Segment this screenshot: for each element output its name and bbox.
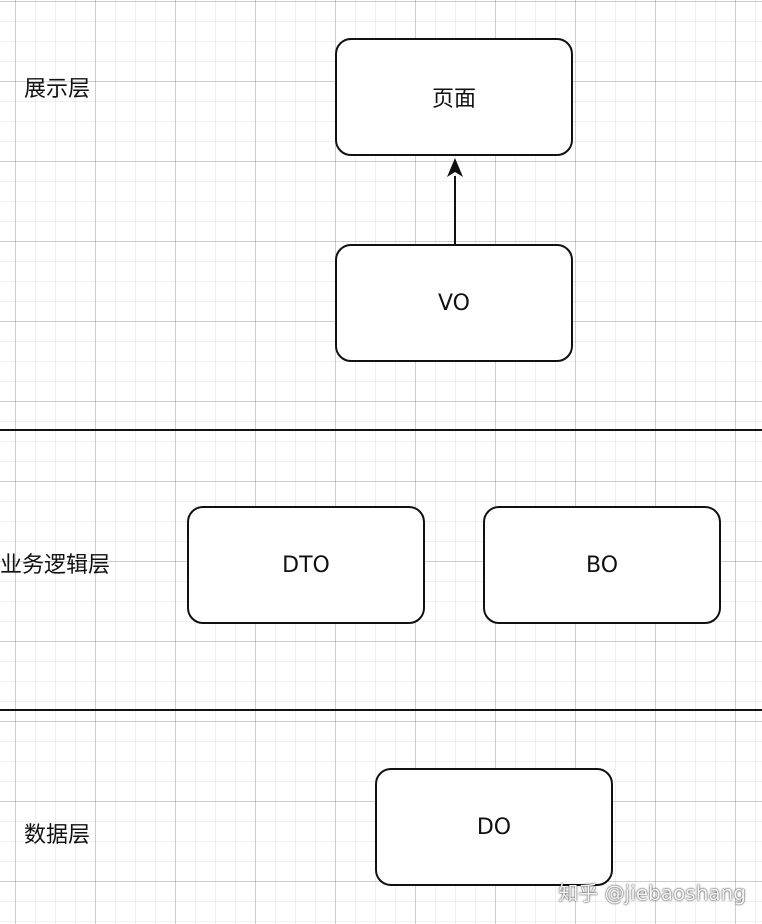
node-dto[interactable]: DTO (187, 506, 425, 624)
node-bo-label: BO (585, 552, 619, 578)
node-page[interactable]: 页面 (335, 38, 573, 156)
node-vo[interactable]: VO (335, 244, 573, 362)
layer-label-business-logic: 业务逻辑层 (0, 553, 111, 578)
node-vo-label: VO (438, 290, 470, 316)
node-do[interactable]: DO (375, 768, 613, 886)
watermark: 知乎 @jiebaoshang (558, 881, 746, 905)
layer-divider-top (0, 429, 762, 431)
node-bo[interactable]: BO (483, 506, 721, 624)
layer-divider-bottom (0, 709, 762, 711)
node-page-label: 页面 (431, 87, 476, 112)
layer-label-data: 数据层 (24, 823, 91, 848)
node-do-label: DO (476, 814, 512, 840)
arrowhead-icon (447, 158, 463, 177)
node-dto-label: DTO (282, 552, 330, 578)
layer-label-presentation: 展示层 (24, 77, 91, 102)
